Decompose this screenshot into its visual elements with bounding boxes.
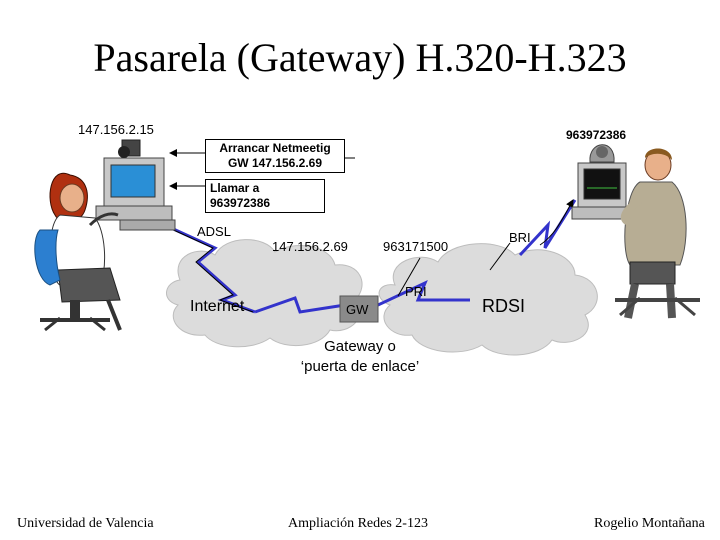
start-netmeeting-callout: Arrancar Netmeetig GW 147.156.2.69 (205, 139, 345, 173)
footer-course: Ampliación Redes 2-123 (288, 516, 428, 531)
slide-title: Pasarela (Gateway) H.320-H.323 (93, 35, 627, 80)
left-host-ip: 147.156.2.15 (78, 122, 154, 137)
right-computer (571, 144, 635, 220)
right-host-number: 963972386 (566, 128, 627, 142)
start-callout-line1: Arrancar Netmeetig (219, 141, 331, 155)
left-person (34, 172, 122, 332)
internet-gw-link (254, 296, 346, 314)
bri-label: BRI (509, 230, 531, 245)
footer-author: Rogelio Montañana (594, 516, 705, 531)
internet-cloud (166, 239, 363, 348)
right-person (615, 148, 700, 319)
adsl-label: ADSL (197, 224, 231, 239)
rdsi-cloud (378, 243, 598, 356)
rdsi-label: RDSI (482, 296, 526, 316)
bri-link (518, 199, 577, 257)
footer-university: Universidad de Valencia (17, 516, 154, 531)
gateway-caption-line1: Gateway o (324, 338, 396, 355)
gateway-label: GW (346, 302, 369, 317)
gateway-device (339, 295, 379, 323)
bri-pointer (489, 242, 511, 271)
pri-link (377, 280, 470, 307)
internet-label: Internet (190, 298, 245, 315)
remote-arrow (539, 199, 574, 246)
call-callout: Llamar a 963972386 (205, 179, 325, 213)
gateway-caption-line2: ‘puerta de enlace’ (300, 358, 420, 375)
pri-label: PRI (405, 284, 427, 299)
left-computer (95, 139, 176, 231)
gateway-ip-label: 147.156.2.69 (272, 239, 348, 254)
gateway-number-label: 963171500 (383, 239, 449, 254)
gw-number-pointer (397, 257, 421, 297)
start-callout-line2: GW 147.156.2.69 (227, 156, 323, 170)
adsl-link (155, 220, 256, 314)
